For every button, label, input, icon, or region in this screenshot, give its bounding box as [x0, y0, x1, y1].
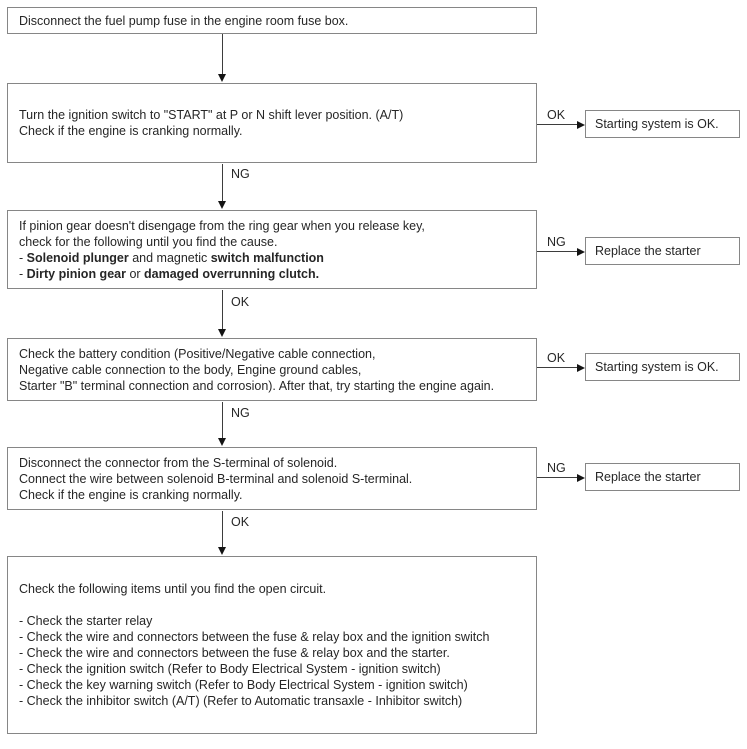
step-text: Disconnect the connector from the S-term…: [19, 455, 338, 470]
step-text: check for the following until you find t…: [19, 234, 278, 249]
down-arrow-1: [218, 34, 226, 82]
outcome-replace-starter-2: Replace the starter: [585, 463, 740, 491]
step-open-circuit-checklist: Check the following items until you find…: [7, 556, 537, 734]
outcome-text: Starting system is OK.: [595, 117, 719, 131]
step-text: If pinion gear doesn't disengage from th…: [19, 218, 425, 233]
checklist: - Check the starter relay - Check the wi…: [19, 613, 528, 709]
down-arrow-4: [218, 402, 226, 446]
step-text: Turn the ignition switch to "START" at P…: [19, 108, 404, 122]
branch-label-ng: NG: [547, 235, 566, 249]
step-text: Check the following items until you find…: [19, 582, 327, 596]
down-arrow-3: [218, 290, 226, 337]
branch-label-ok: OK: [231, 515, 250, 529]
branch-label-ok: OK: [547, 108, 566, 122]
step-text: Check the battery condition (Positive/Ne…: [19, 346, 376, 361]
right-arrow-4: [537, 473, 585, 482]
step-text: Disconnect the fuel pump fuse in the eng…: [19, 13, 349, 28]
step-text: Starter "B" terminal connection and corr…: [19, 378, 495, 393]
step-text: Connect the wire between solenoid B-term…: [19, 471, 413, 486]
checklist-item: - Check the inhibitor switch (A/T) (Refe…: [19, 694, 463, 708]
right-arrow-3: [537, 363, 585, 372]
right-arrow-1: [537, 120, 585, 129]
outcome-text: Replace the starter: [595, 244, 701, 258]
checklist-item: - Check the starter relay: [19, 614, 153, 628]
outcome-replace-starter-1: Replace the starter: [585, 237, 740, 265]
checklist-item: - Check the ignition switch (Refer to Bo…: [19, 662, 441, 676]
branch-label-ng: NG: [231, 406, 250, 420]
branch-label-ok: OK: [547, 351, 566, 365]
step-text: Check if the engine is cranking normally…: [19, 124, 243, 138]
outcome-text: Starting system is OK.: [595, 360, 719, 374]
step-ignition-start-crank-check: Turn the ignition switch to "START" at P…: [7, 83, 537, 163]
outcome-starting-system-ok-2: Starting system is OK.: [585, 353, 740, 381]
step-text: - Dirty pinion gear or damaged overrunni…: [19, 266, 320, 281]
branch-label-ng: NG: [547, 461, 566, 475]
step-battery-condition-check: Check the battery condition (Positive/Ne…: [7, 338, 537, 401]
down-arrow-5: [218, 511, 226, 555]
right-arrow-2: [537, 247, 585, 256]
outcome-starting-system-ok-1: Starting system is OK.: [585, 110, 740, 138]
step-text: Check if the engine is cranking normally…: [19, 487, 243, 502]
step-solenoid-terminal-check: Disconnect the connector from the S-term…: [7, 447, 537, 510]
outcome-text: Replace the starter: [595, 470, 701, 484]
step-text: - Solenoid plunger and magnetic switch m…: [19, 250, 324, 265]
step-disconnect-fuel-pump-fuse: Disconnect the fuel pump fuse in the eng…: [7, 7, 537, 34]
branch-label-ok: OK: [231, 295, 250, 309]
checklist-item: - Check the key warning switch (Refer to…: [19, 678, 468, 692]
step-pinion-gear-check: If pinion gear doesn't disengage from th…: [7, 210, 537, 289]
checklist-item: - Check the wire and connectors between …: [19, 646, 450, 660]
down-arrow-2: [218, 164, 226, 209]
step-text: Negative cable connection to the body, E…: [19, 362, 362, 377]
checklist-item: - Check the wire and connectors between …: [19, 630, 490, 644]
branch-label-ng: NG: [231, 167, 250, 181]
